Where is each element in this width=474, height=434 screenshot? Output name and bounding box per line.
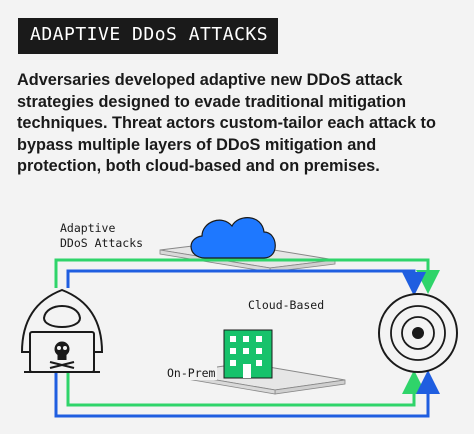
green-bottom-path [66, 370, 426, 407]
title-bar: ADAPTIVE DDoS ATTACKS [18, 18, 278, 54]
attack-label-line1: Adaptive [58, 221, 118, 235]
page-title: ADAPTIVE DDoS ATTACKS [30, 24, 269, 45]
attack-label-line2: DDoS Attacks [58, 236, 146, 250]
attack-paths [54, 258, 440, 418]
blue-bottom-path [54, 370, 440, 418]
cloud-icon [190, 217, 276, 259]
target-icon [378, 293, 458, 373]
building-icon [223, 329, 273, 379]
description-text: Adversaries developed adaptive new DDoS … [17, 71, 436, 175]
onprem-label: On-Prem [165, 366, 218, 380]
cloud-based-label: Cloud-Based [246, 298, 327, 312]
skull-icon [49, 341, 75, 369]
green-top-path [54, 258, 440, 294]
blue-top-path [66, 269, 426, 296]
